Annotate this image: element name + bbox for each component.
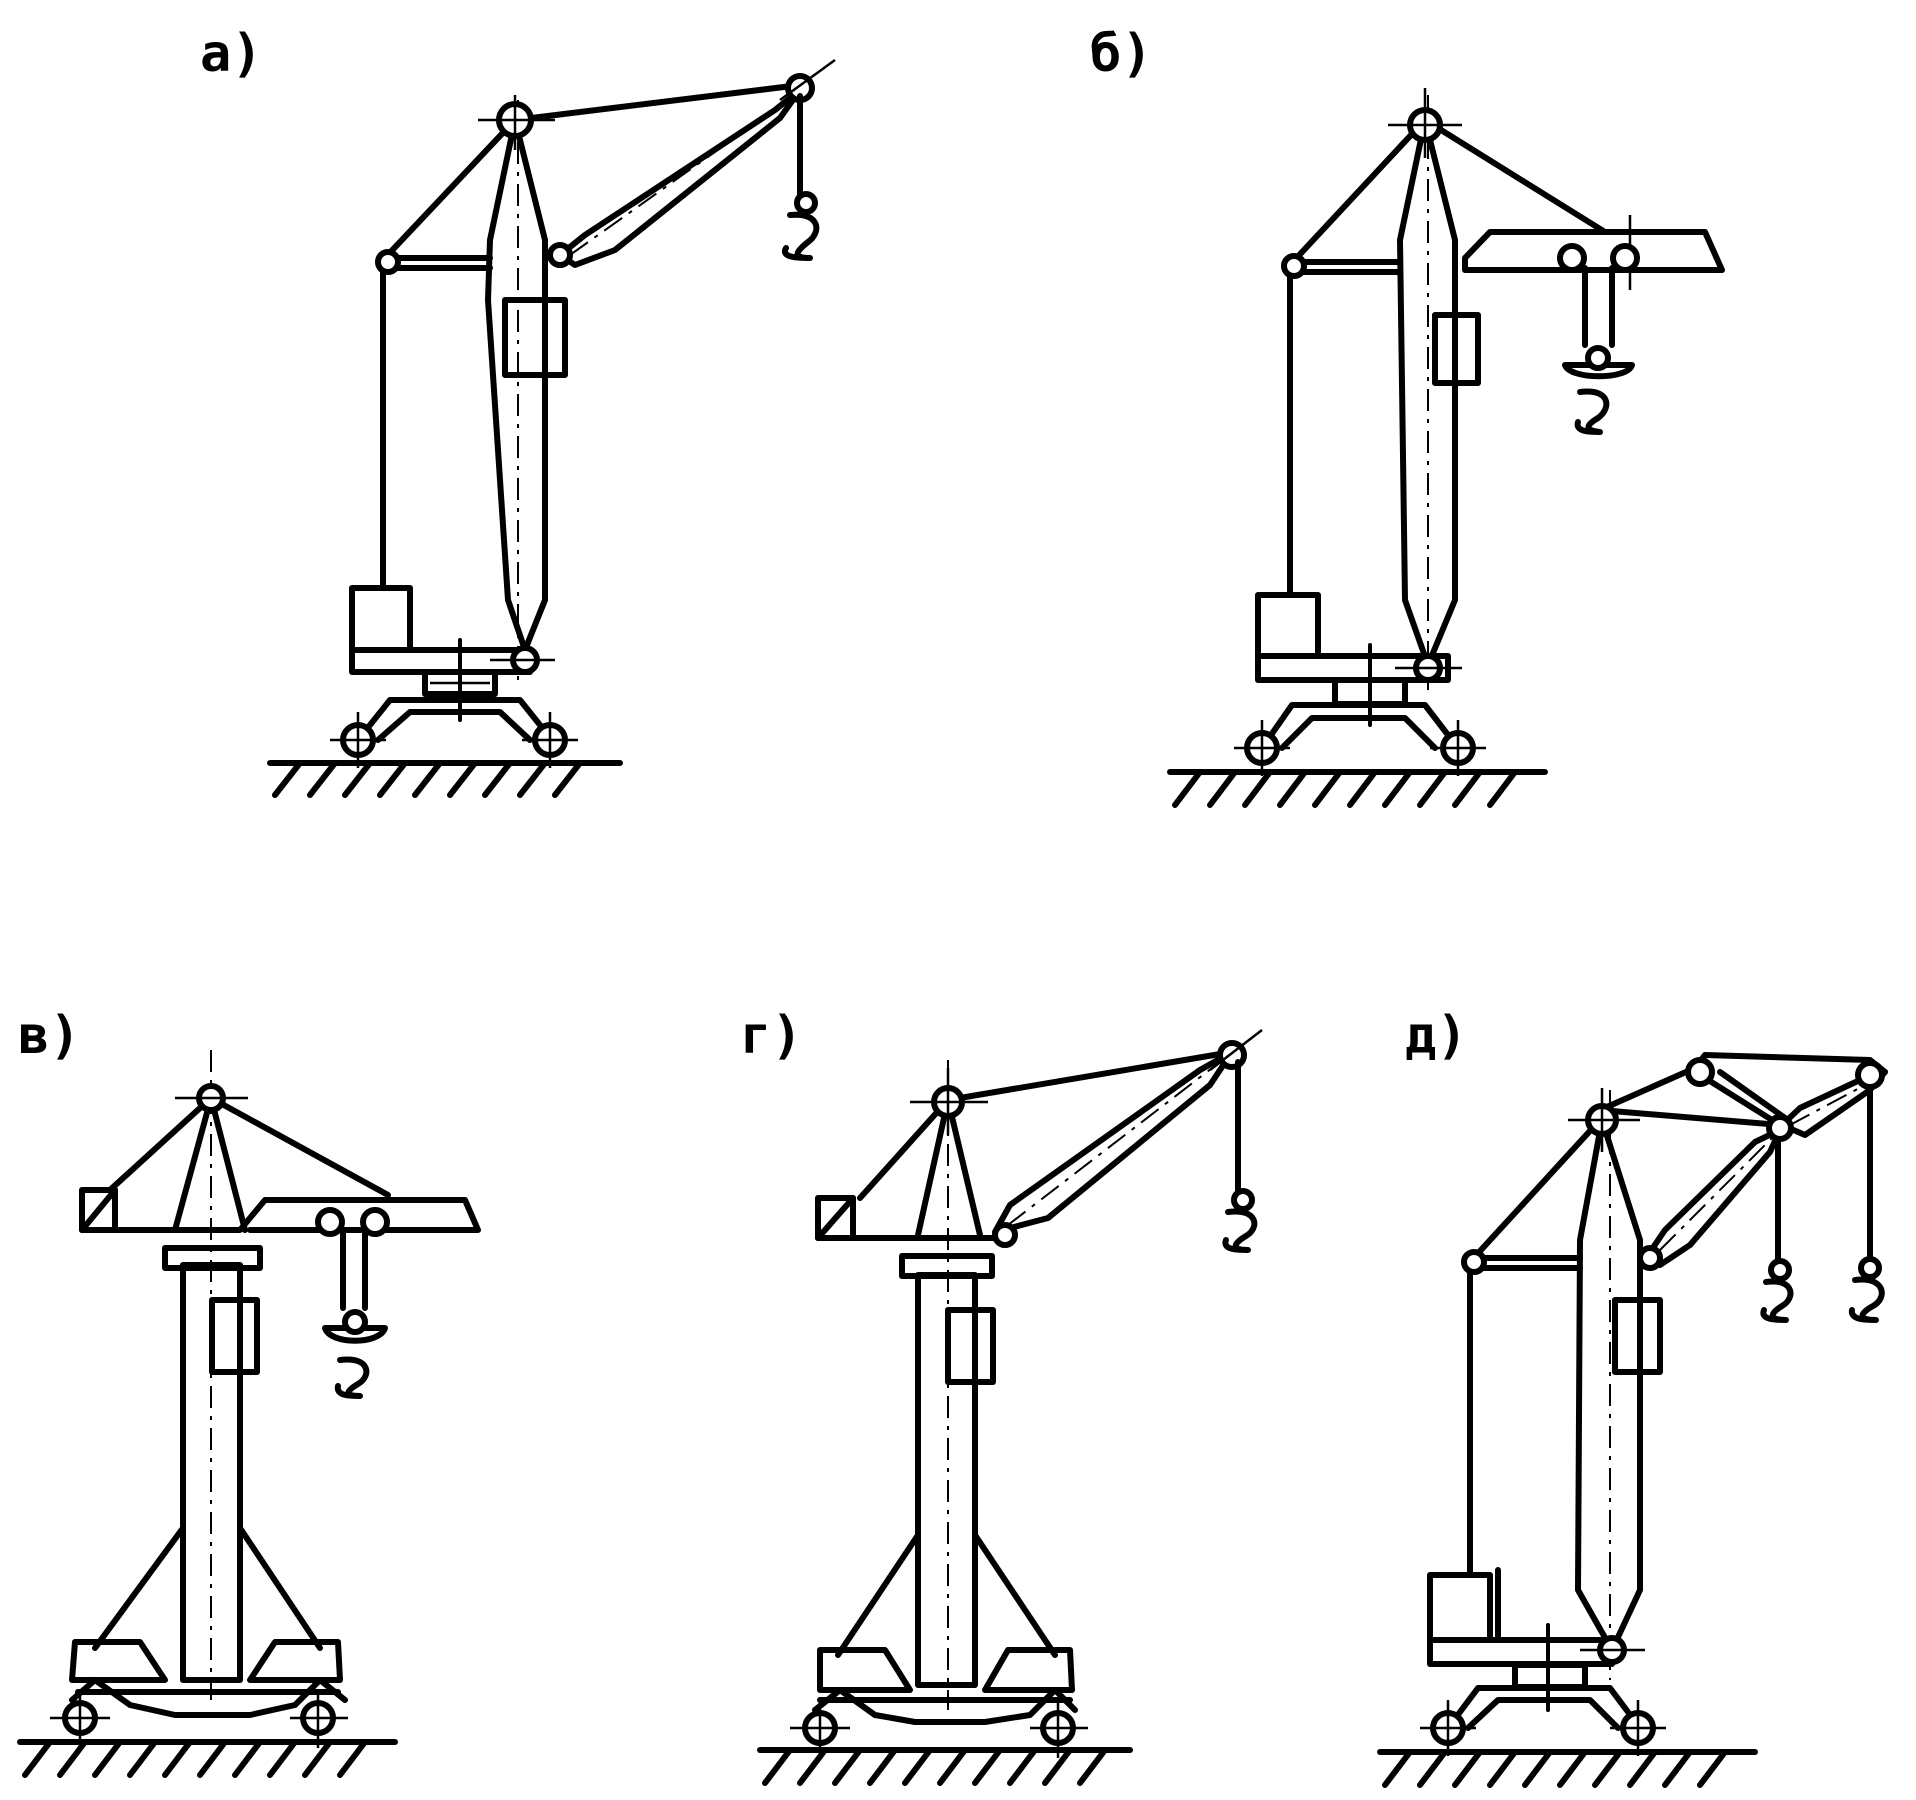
base-pivot-d: [1580, 1635, 1645, 1665]
jib-head-pulley-a: [779, 58, 836, 103]
portal-struts-g: [835, 1532, 1058, 1658]
portal-base-g: [812, 1647, 1078, 1725]
wheel-v-right: [290, 1690, 348, 1748]
jib-head-pulley-d: [1766, 1114, 1794, 1142]
tower-mast-a: [485, 100, 568, 680]
panel-label-g: г): [740, 1006, 803, 1066]
portal-base-v: [69, 1639, 348, 1718]
wheel-d-left: [1420, 1700, 1476, 1756]
top-pulley-b: [1388, 88, 1462, 158]
panel-label-b: б): [1090, 24, 1153, 84]
wheel-d-right: [1610, 1700, 1666, 1756]
jib-v: [79, 1197, 481, 1233]
wheel-g-right: [1030, 1700, 1088, 1758]
ground-d: [1377, 1749, 1758, 1788]
tower-mast-g: [899, 1060, 996, 1710]
hook-g: [1222, 1059, 1258, 1253]
tower-head-v: [107, 1095, 391, 1233]
wheel-g-left: [790, 1700, 850, 1758]
chassis-b: [1259, 702, 1461, 751]
tower-mast-v: [162, 1050, 263, 1700]
panel-label-v: в): [18, 1006, 81, 1066]
base-pivot-b: [1395, 653, 1462, 683]
crane-v: [17, 1050, 481, 1778]
counter-frame-a: [375, 117, 518, 591]
crane-d: [1377, 1052, 1888, 1788]
counterweight-g: [815, 1195, 998, 1241]
counter-frame-d: [1461, 1117, 1603, 1578]
hook-v: [322, 1309, 388, 1399]
wheel-b-right: [1430, 720, 1486, 776]
tower-mast-b: [1397, 95, 1481, 690]
hook-d-main: [1760, 1137, 1794, 1323]
jib-a: [512, 82, 803, 268]
top-pulley-g: [910, 1068, 988, 1135]
panel-label-d: д): [1405, 1006, 1468, 1066]
counterweight-v: [79, 1187, 118, 1233]
tower-mast-d: [1575, 1090, 1663, 1680]
counter-frame-b: [1281, 117, 1428, 598]
wheel-b-left: [1234, 720, 1290, 776]
ground-a: [267, 760, 623, 798]
ground-b: [1167, 769, 1548, 808]
wheel-v-left: [50, 1690, 110, 1748]
crane-b: [1167, 88, 1725, 808]
jib-d: [1637, 1127, 1783, 1271]
panel-label-a: а): [200, 24, 263, 84]
ground-g: [757, 1747, 1133, 1786]
tower-head-g: [857, 1097, 983, 1238]
hook-a: [781, 93, 820, 261]
wheel-a-right: [522, 712, 578, 768]
jib-g: [945, 1049, 1235, 1248]
crane-g: [757, 1029, 1263, 1786]
trolley-b: [1557, 243, 1640, 348]
top-pulley-d: [1568, 1088, 1640, 1152]
hook-d-auxiliary: [1848, 1085, 1885, 1323]
crane-a: [267, 58, 836, 798]
hook-b: [1562, 345, 1635, 435]
top-pulley-a: [478, 95, 555, 150]
chassis-a: [355, 697, 555, 743]
chassis-d: [1445, 1685, 1643, 1731]
top-pulley-v: [175, 1083, 248, 1113]
base-pivot-a: [490, 645, 555, 675]
portal-struts-v: [92, 1525, 323, 1651]
trolley-v: [315, 1207, 390, 1311]
ground-v: [17, 1739, 398, 1778]
wheel-a-left: [330, 712, 386, 768]
